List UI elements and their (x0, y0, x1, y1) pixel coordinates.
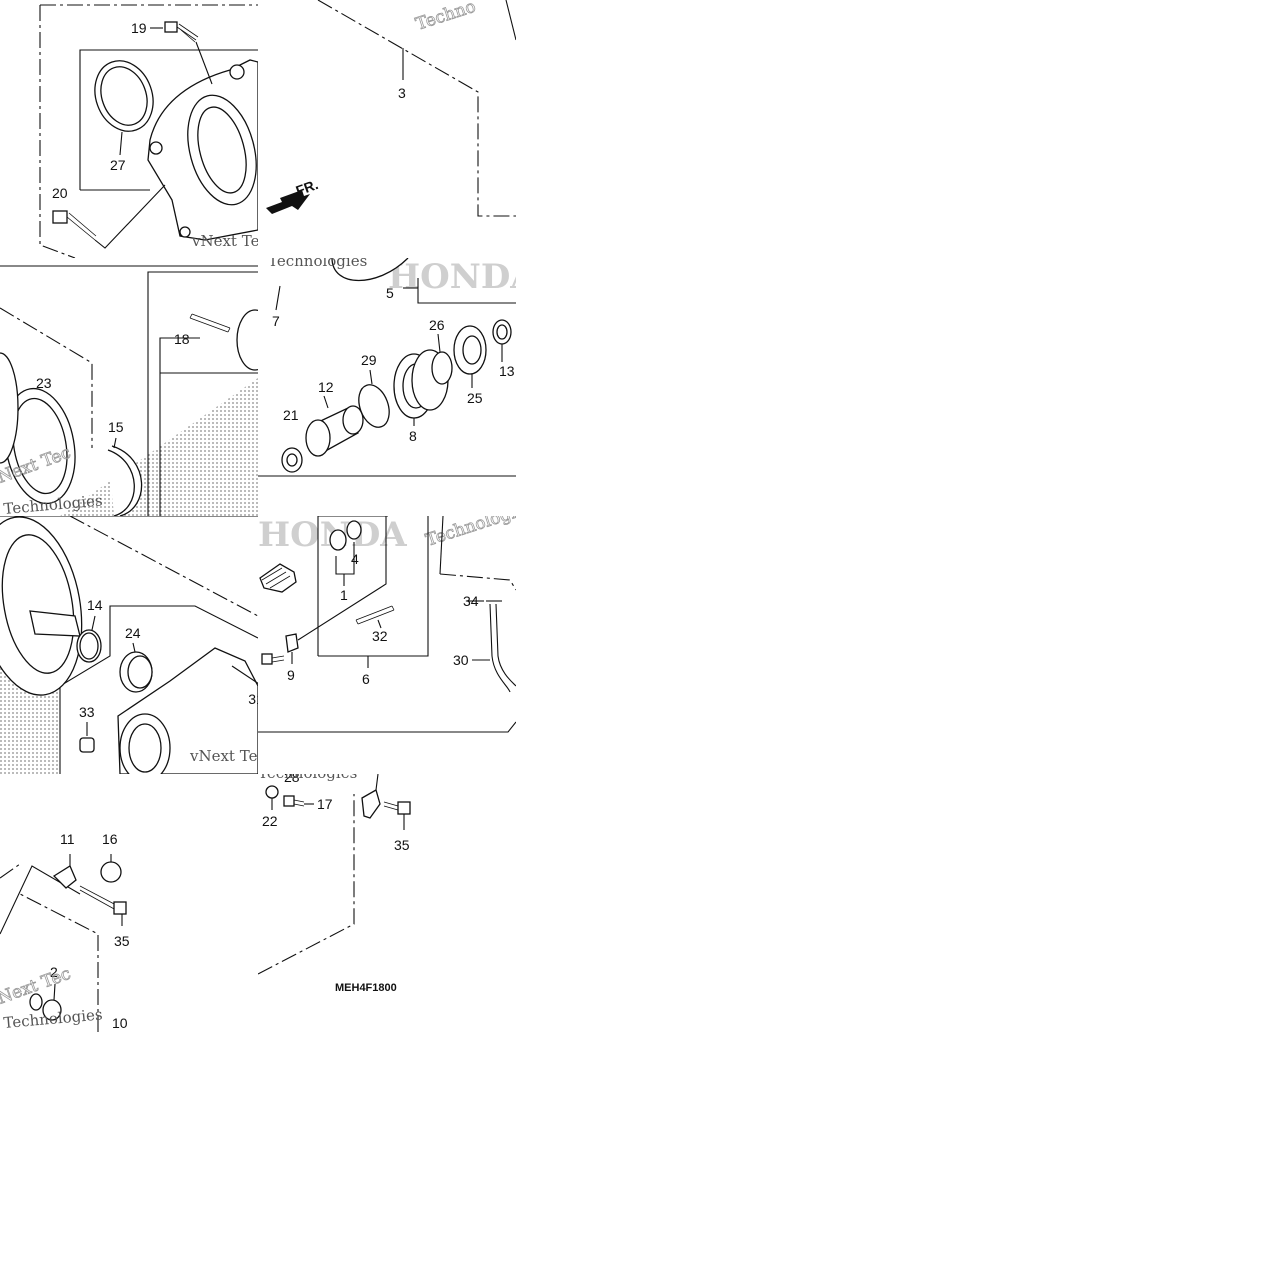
callout-13: 13 (499, 363, 515, 379)
callout-28: 28 (284, 774, 300, 785)
watermark-text: Technologies (3, 1005, 103, 1032)
diagram-tile-bearing: 18 23 15 Next Tec Technologies (0, 258, 258, 516)
watermark-text: Technologies (423, 516, 516, 551)
pinion-bearing-drawing: HONDA 7 5 Technologies (258, 258, 516, 477)
pinion-gear-drawing: HONDA Technologies 4 1 32 (258, 516, 516, 733)
callout-34: 34 (463, 593, 479, 609)
callout-23: 23 (36, 375, 52, 391)
callout-12: 12 (318, 379, 334, 395)
watermark-text: Technologies (268, 258, 367, 270)
callout-32: 32 (372, 628, 388, 644)
dowel-33-icon (79, 737, 95, 753)
callout-29: 29 (361, 352, 377, 368)
bearing-drawing: 18 23 15 Next Tec Technologies (0, 265, 258, 516)
callout-33: 33 (79, 704, 95, 720)
callout-25: 25 (467, 390, 483, 406)
breather-drawing: 22 17 28 Technologies 35 MEH4F1800 (258, 774, 411, 994)
callout-26: 26 (429, 317, 445, 333)
callout-5: 5 (386, 285, 394, 301)
callout-9: 9 (287, 667, 295, 683)
callout-30: 30 (453, 652, 469, 668)
stay-drawing: 11 16 35 2 10 Next Tec Technologies (0, 831, 130, 1032)
watermark-text: Techno (413, 0, 478, 35)
drawing-code: MEH4F1800 (335, 982, 397, 994)
bolt-19-icon (164, 21, 199, 43)
callout-17: 17 (317, 796, 333, 812)
diagram-tile-stay: 11 16 35 2 10 Next Tec Technologies (0, 774, 258, 1032)
stud-18-icon (189, 313, 231, 333)
nut-21-icon (281, 447, 303, 473)
callout-35: 35 (394, 837, 410, 853)
watermark-text: vNext Tec (189, 747, 258, 765)
callout-24: 24 (125, 625, 141, 641)
callout-11: 11 (60, 831, 75, 847)
callout-27: 27 (110, 157, 126, 173)
callout-2: 2 (50, 964, 58, 980)
housing-cover-drawing: 19 27 20 vNext Tec (39, 4, 258, 258)
callout-6: 6 (362, 671, 370, 687)
callout-14: 14 (87, 597, 103, 613)
front-direction-label: FR. (294, 176, 321, 199)
callout-3: 3 (398, 85, 406, 101)
diagram-tile-pinion-gear: HONDA Technologies 4 1 32 (258, 516, 516, 774)
diagram-tile-direction: 3 Techno FR. (258, 0, 516, 258)
callout-7: 7 (272, 313, 280, 329)
callout-10: 10 (112, 1015, 128, 1031)
ring-gear-drawing: 14 24 33 31 vNext Tec (0, 516, 258, 774)
callout-15: 15 (108, 419, 124, 435)
nut-16-icon (100, 861, 122, 883)
callout-31: 31 (248, 691, 258, 707)
callout-18: 18 (174, 331, 190, 347)
callout-19: 19 (131, 20, 147, 36)
callout-16: 16 (102, 831, 118, 847)
callout-21: 21 (283, 407, 299, 423)
bolt-20-icon (52, 210, 97, 241)
stay-11-icon (52, 865, 77, 889)
callout-8: 8 (409, 428, 417, 444)
diagram-tile-breather: 22 17 28 Technologies 35 MEH4F1800 (258, 774, 516, 1032)
stud-32-icon (355, 605, 395, 625)
watermark-text: Technologies (258, 774, 357, 782)
callout-4: 4 (351, 551, 359, 567)
callout-1: 1 (340, 587, 348, 603)
diagram-tile-housing-cover: 19 27 20 vNext Tec (0, 0, 258, 258)
callout-22: 22 (262, 813, 278, 829)
callout-35: 35 (114, 933, 130, 949)
watermark-brand: HONDA (388, 258, 516, 297)
watermark-text: vNext Tec (191, 232, 258, 250)
diagram-tile-pinion-bearing: HONDA 7 5 Technologies (258, 258, 516, 516)
front-direction-arrow-icon (266, 190, 310, 214)
direction-drawing: 3 Techno FR. (266, 0, 516, 217)
diagram-tile-ring-gear: 14 24 33 31 vNext Tec (0, 516, 258, 774)
callout-20: 20 (52, 185, 68, 201)
